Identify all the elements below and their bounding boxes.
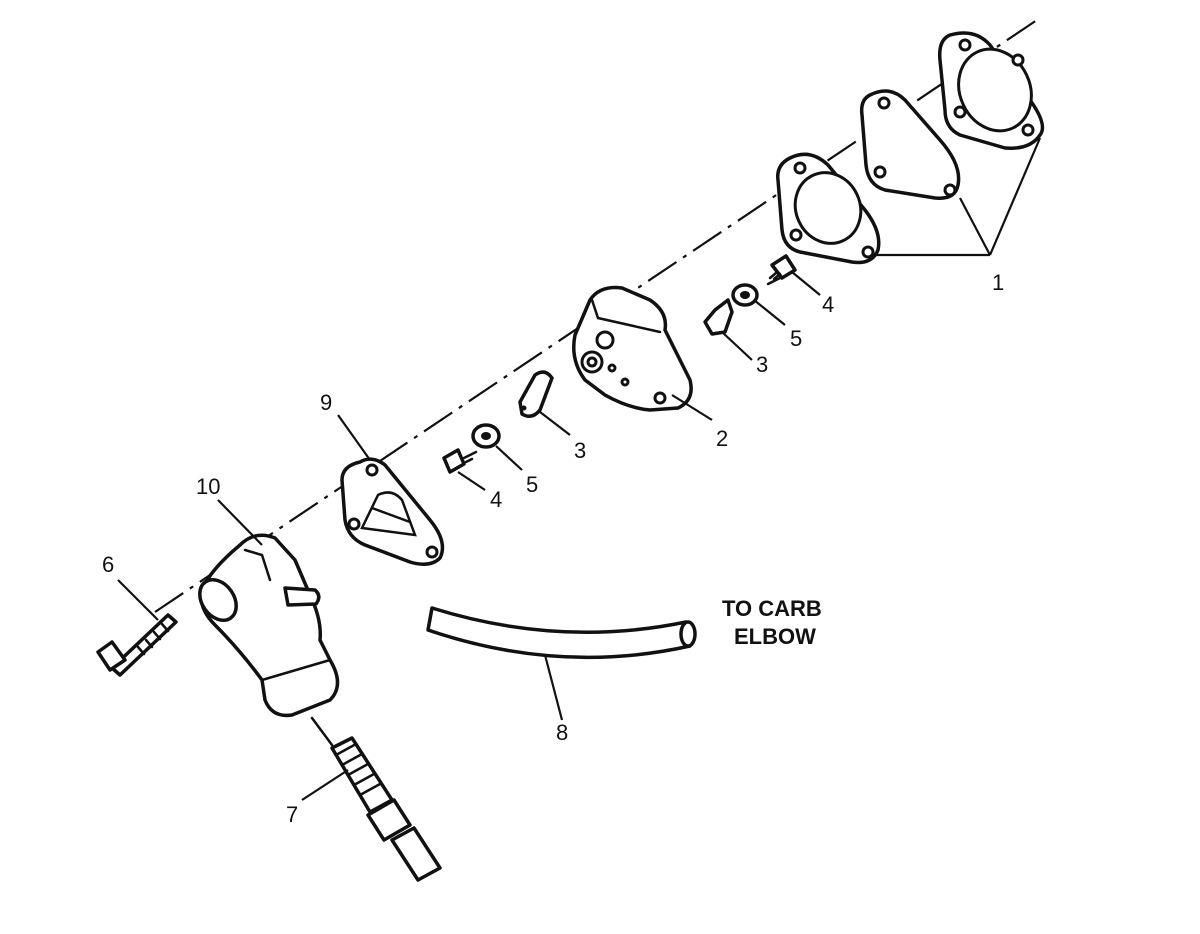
gasket-part-1c [776,152,881,265]
callout-4a: 4 [490,487,502,512]
leader-3b [721,331,753,361]
callout-6: 6 [102,552,114,577]
leader-6 [117,579,159,621]
leader-8 [543,654,564,721]
leader-4b [791,271,821,296]
bolt-part-6 [96,613,178,677]
callout-5a: 5 [526,472,538,497]
note-line-2: ELBOW [734,624,816,649]
callout-1: 1 [992,270,1004,295]
callout-5b: 5 [790,326,802,351]
leader-1 [875,137,1042,257]
check-valve-part-3a [518,370,554,418]
callout-9: 9 [320,390,332,415]
leader-2 [671,394,713,421]
callout-4b: 4 [822,292,834,317]
washer-part-5a [471,423,501,449]
callout-3a: 3 [574,438,586,463]
screw-part-4a [442,448,478,474]
leader-5a [495,445,523,471]
leader-5b [753,299,786,326]
gasket-part-1b [859,89,961,200]
pump-body-part-10 [198,533,340,718]
callout-7: 7 [286,802,298,827]
gasket-part-1a [937,31,1045,150]
callout-3b: 3 [756,352,768,377]
washer-part-5b [731,283,759,307]
check-valve-part-3b [703,298,734,336]
callout-2: 2 [716,426,728,451]
leader-9 [337,414,371,461]
callout-8: 8 [556,720,568,745]
leader-10 [217,499,263,546]
screw-part-4b [766,254,797,286]
pump-cover-part-2 [572,285,693,412]
callout-10: 10 [196,474,220,499]
hose-part-8 [426,606,697,660]
diaphragm-part-9 [340,457,445,566]
spring-fitting-part-7 [310,716,442,882]
leader-7 [301,769,349,801]
note-line-1: TO CARB [722,596,822,621]
leader-4a [457,471,486,491]
leader-3a [539,411,571,436]
